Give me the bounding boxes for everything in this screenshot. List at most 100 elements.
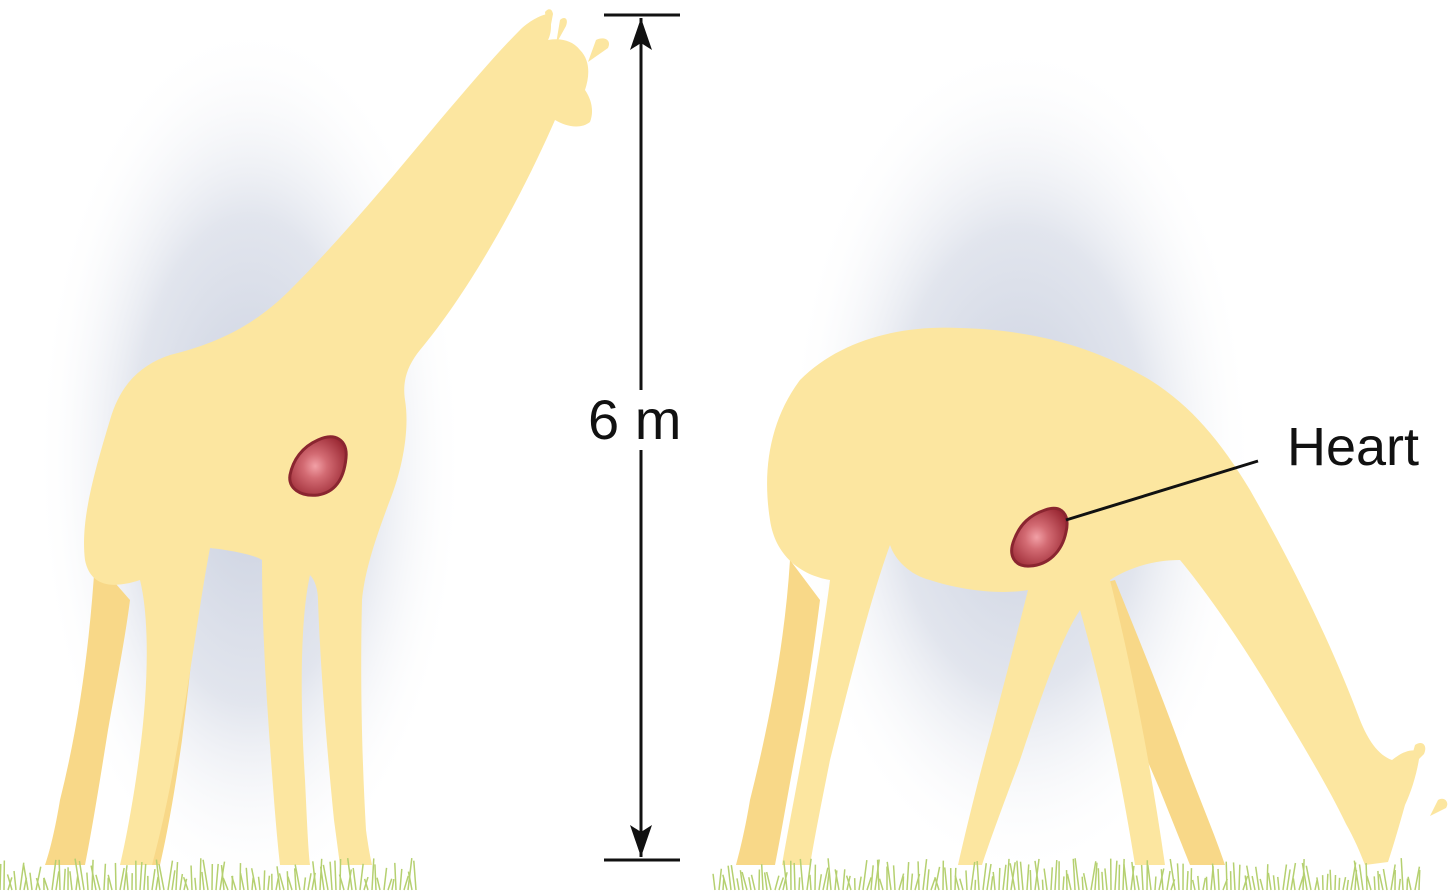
grass-blade [1278, 877, 1279, 890]
grass-blade [1137, 876, 1139, 890]
grass-blade [372, 858, 374, 890]
grass-blade [880, 879, 883, 890]
grass-blade [1142, 865, 1143, 890]
grass-blade [14, 871, 16, 890]
grass-blade [0, 864, 1, 890]
grass-blade [1218, 869, 1219, 890]
grass-blade [1419, 870, 1420, 890]
grass-blade [1155, 876, 1156, 890]
grass-blade [1102, 872, 1103, 890]
grass-blade [794, 863, 795, 890]
grass-blade [1206, 877, 1207, 890]
grass-blade [731, 865, 735, 890]
grass-blade [1256, 867, 1259, 890]
grass-blade [1123, 859, 1124, 890]
grass-blade [156, 877, 158, 890]
grass-blade [1082, 877, 1083, 890]
grass-blade [1124, 864, 1127, 890]
grass-blade [749, 877, 751, 890]
grass-blade [819, 874, 821, 890]
grass-blade [1407, 878, 1408, 890]
grass-blade [375, 864, 376, 890]
grass-blade [79, 861, 84, 890]
grass-blade [894, 865, 895, 890]
grass-blade [1399, 879, 1400, 890]
grass-blade [863, 860, 867, 890]
grass-blade [104, 864, 105, 890]
grass-blade [751, 875, 755, 890]
grass-blade [1317, 877, 1319, 890]
grass-blade [779, 877, 783, 890]
grass-blade [1343, 877, 1346, 890]
grass-blade [1287, 869, 1290, 890]
grass-blade [1268, 873, 1271, 890]
grass-blade [1167, 871, 1170, 890]
grass-blade [144, 864, 146, 890]
grass-blade [713, 874, 715, 890]
grass-blade [1187, 871, 1188, 890]
grass-blade [1267, 864, 1268, 890]
grass-blade [1193, 880, 1195, 890]
grass-blade [843, 869, 845, 890]
grass-blade [991, 876, 993, 890]
grass-blade [400, 869, 402, 890]
grass-blade [1327, 874, 1328, 890]
grass-blade [1177, 863, 1179, 890]
grass-blade [1063, 876, 1064, 890]
grass-blade [911, 874, 912, 890]
grass-blade [1260, 879, 1263, 890]
grass-blade [120, 868, 124, 890]
grass-blade [1378, 871, 1379, 890]
grass-blade [1234, 862, 1235, 890]
grass-blade [1115, 861, 1117, 890]
grass-blade [388, 879, 392, 890]
grass-blade [1273, 875, 1275, 890]
grass-blade [1239, 865, 1240, 890]
grass-blade [966, 870, 967, 890]
grass-blade [1293, 878, 1295, 890]
grass-blade [1098, 868, 1099, 890]
grass-blade [887, 862, 891, 890]
grass-blade [762, 864, 763, 890]
grass-blade [1374, 876, 1375, 890]
grass-blade [1330, 870, 1331, 890]
grass-blade [360, 864, 363, 890]
grass-blade [1226, 862, 1227, 890]
grass-blade [1379, 874, 1383, 890]
grass-blade [64, 869, 65, 890]
grass-blade [810, 875, 811, 890]
grass-blade [1030, 870, 1031, 890]
grass-blade [384, 868, 387, 890]
grass-blade [1084, 873, 1087, 890]
grass-blade [1408, 877, 1411, 890]
grass-blade [719, 869, 721, 890]
grass-blade [172, 870, 175, 890]
grass-blade [70, 871, 72, 890]
grass-blade [1347, 880, 1348, 890]
grass-blade [907, 862, 909, 890]
grass-blade [30, 873, 32, 890]
grass-blade [931, 878, 935, 890]
grass-blade [1359, 864, 1363, 890]
grass-blade [377, 878, 380, 890]
grass-blade [152, 869, 155, 890]
grass-blade [87, 873, 88, 890]
grass-blade [96, 875, 100, 890]
grass-blade [927, 869, 929, 890]
grass-blade [140, 862, 142, 890]
grass-blade [1203, 878, 1205, 890]
grass-blade [392, 879, 394, 890]
grass-blade [287, 871, 288, 890]
grass-blade [1283, 864, 1286, 890]
grass-blade [728, 866, 731, 890]
grass-blade [1042, 880, 1043, 890]
grass-blade [1067, 874, 1071, 890]
grass-blade [1339, 878, 1340, 890]
grass-blade [414, 861, 416, 890]
grass-blade [335, 861, 336, 890]
grass-blade [945, 867, 947, 890]
grass-blade [923, 859, 927, 890]
height-label: 6 m [584, 390, 685, 450]
grass-blade [1148, 865, 1151, 890]
